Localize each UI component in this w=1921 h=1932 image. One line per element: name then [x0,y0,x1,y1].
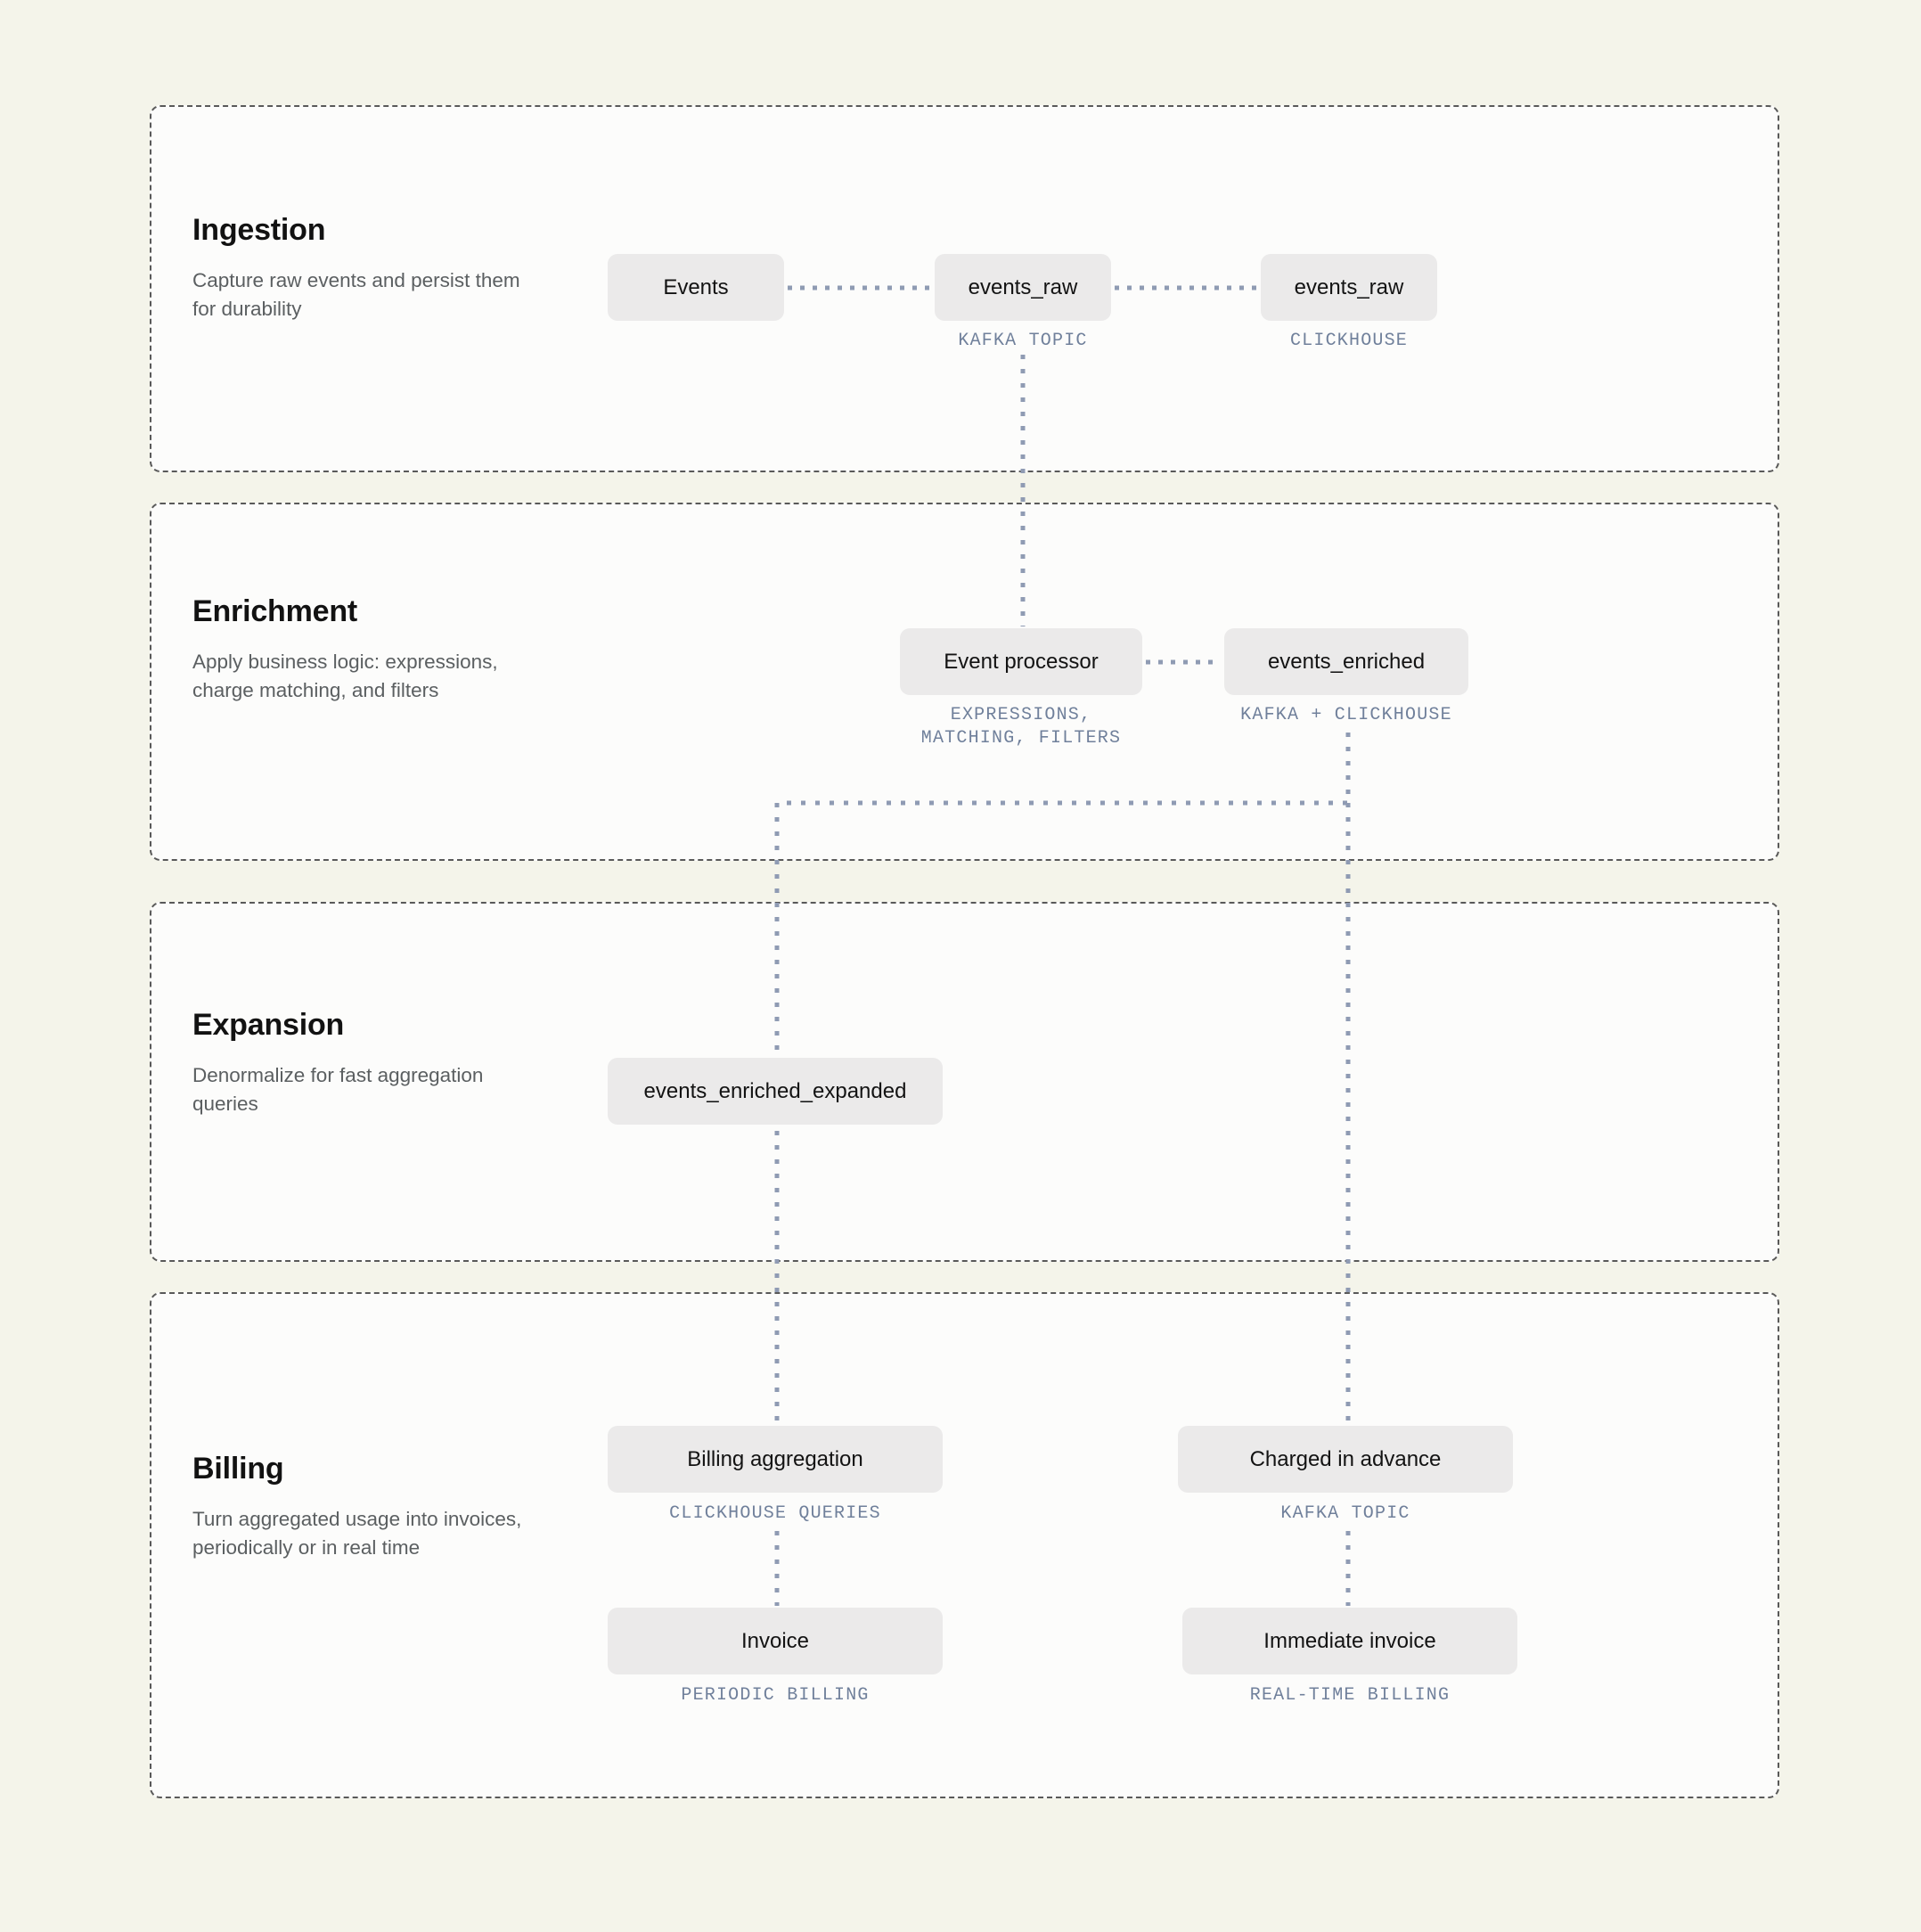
stage-label-billing: Billing Turn aggregated usage into invoi… [192,1452,531,1562]
node-immediate-invoice-caption: REAL-TIME BILLING [1249,1685,1451,1706]
node-events-raw-kafka[interactable]: events_raw [935,254,1111,321]
stage-label-expansion: Expansion Denormalize for fast aggregati… [192,1008,531,1118]
stage-description-billing: Turn aggregated usage into invoices, per… [192,1508,522,1560]
node-events-raw-kafka-caption: KAFKA TOPIC [958,331,1088,351]
node-events-raw-clickhouse[interactable]: events_raw [1261,254,1437,321]
node-billing-aggregation-caption: CLICKHOUSE QUERIES [669,1503,881,1524]
node-events[interactable]: Events [608,254,784,321]
stage-description-ingestion: Capture raw events and persist them for … [192,269,520,321]
node-billing-aggregation[interactable]: Billing aggregation [608,1426,943,1493]
node-immediate-invoice[interactable]: Immediate invoice [1182,1608,1517,1674]
node-events-raw-kafka-label: events_raw [968,274,1078,299]
node-invoice[interactable]: Invoice [608,1608,943,1674]
node-charged-in-advance-label: Charged in advance [1249,1446,1442,1471]
node-events-raw-clickhouse-caption: CLICKHOUSE [1289,331,1409,351]
node-events-enriched-expanded-label: events_enriched_expanded [643,1078,907,1103]
stage-title-expansion: Expansion [192,1008,345,1042]
node-event-processor[interactable]: Event processor [900,628,1142,695]
stage-title-billing: Billing [192,1452,284,1486]
node-charged-in-advance-caption: KAFKA TOPIC [1280,1503,1410,1524]
stage-title-ingestion: Ingestion [192,213,326,247]
node-events-enriched-label: events_enriched [1267,649,1426,674]
node-invoice-label: Invoice [740,1628,810,1653]
node-events-label: Events [663,274,729,299]
node-events-enriched-expanded[interactable]: events_enriched_expanded [608,1058,943,1125]
node-event-processor-caption: EXPRESSIONS, MATCHING, FILTERS [920,705,1122,749]
stage-description-enrichment: Apply business logic: expressions, charg… [192,651,498,702]
node-immediate-invoice-label: Immediate invoice [1263,1628,1436,1653]
node-events-raw-clickhouse-label: events_raw [1294,274,1404,299]
stage-title-enrichment: Enrichment [192,594,358,628]
stage-description-expansion: Denormalize for fast aggregation queries [192,1064,484,1116]
stage-label-ingestion: Ingestion Capture raw events and persist… [192,213,531,323]
stage-label-enrichment: Enrichment Apply business logic: express… [192,594,531,705]
node-charged-in-advance[interactable]: Charged in advance [1178,1426,1513,1493]
node-events-enriched[interactable]: events_enriched [1224,628,1468,695]
node-invoice-caption: PERIODIC BILLING [681,1685,870,1706]
node-events-enriched-caption: KAFKA + CLICKHOUSE [1240,705,1452,725]
node-event-processor-label: Event processor [944,649,1099,674]
node-billing-aggregation-label: Billing aggregation [687,1446,863,1471]
